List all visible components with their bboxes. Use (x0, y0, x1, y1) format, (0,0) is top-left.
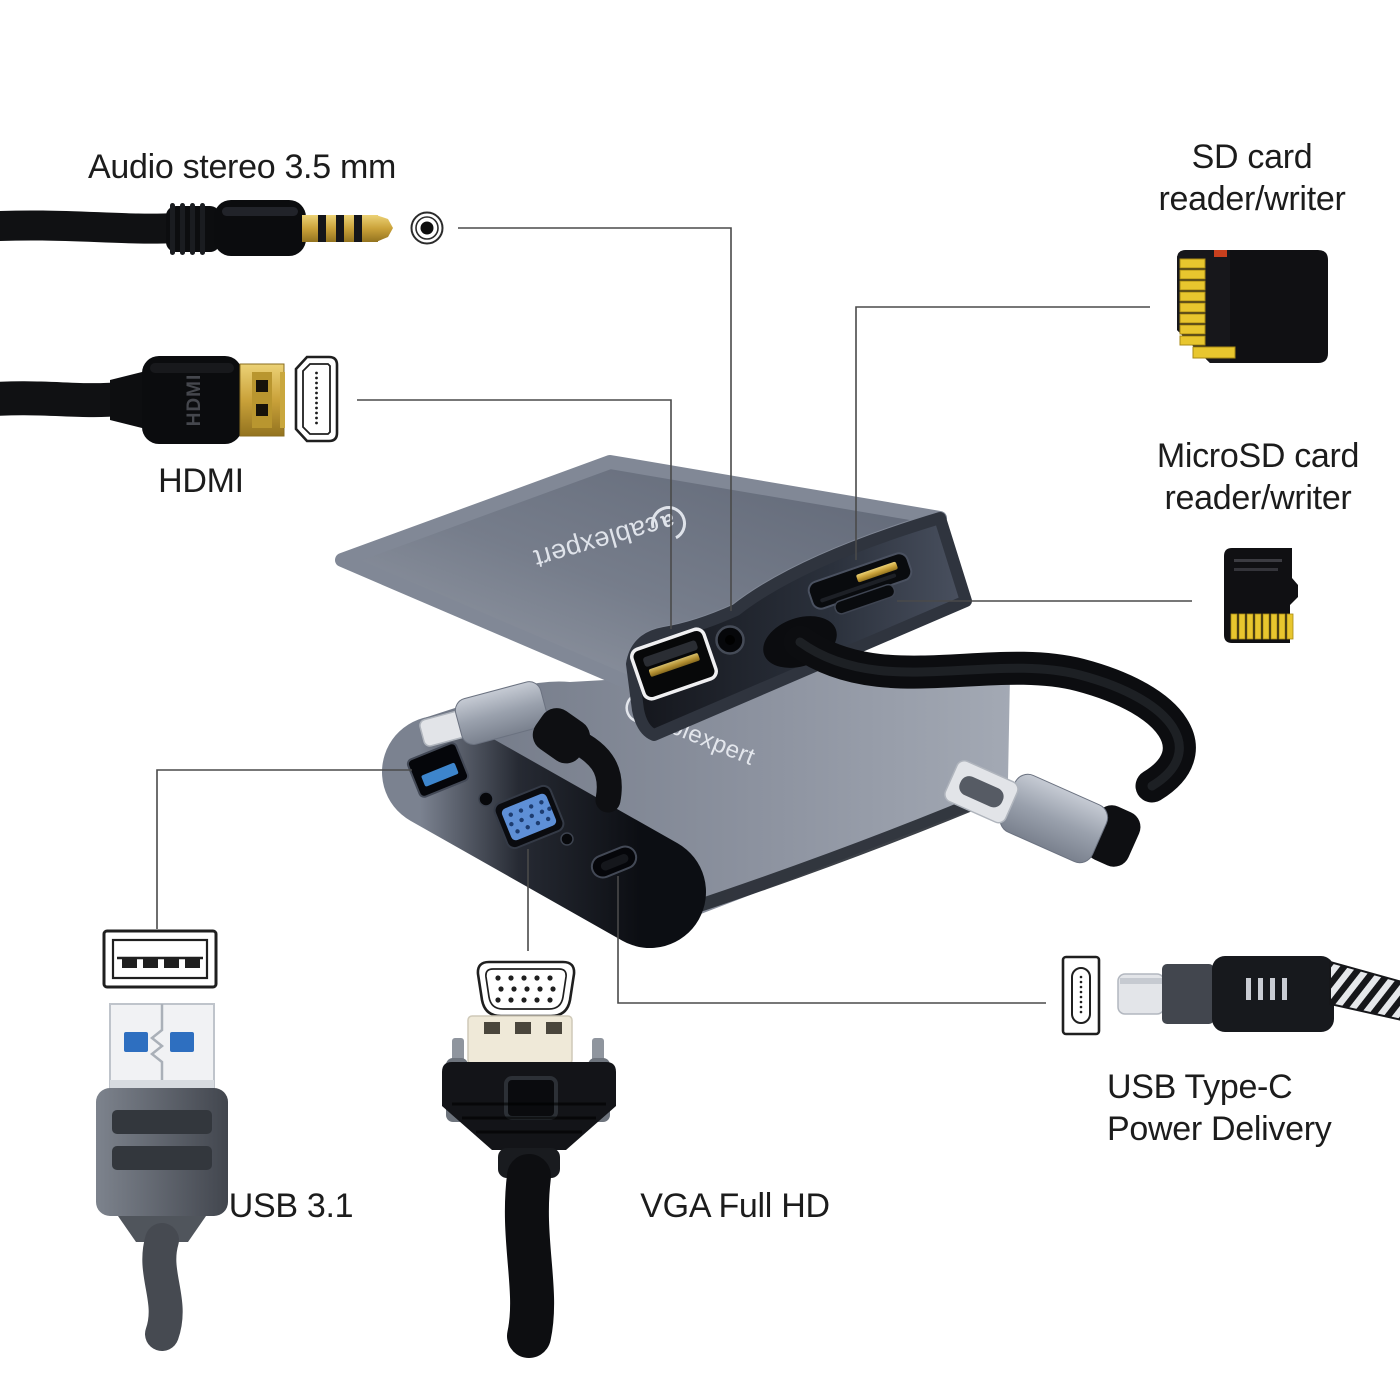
usbc-pd-label-line1: USB Type-C (1107, 1068, 1293, 1106)
hub-sd-slot (807, 552, 913, 610)
callout-line-usb (156, 769, 412, 929)
usbc-pd-cable-photo (1117, 956, 1400, 1032)
usb31-connector-photo (96, 1003, 228, 1351)
usb-label: USB 3.1 (228, 1187, 354, 1225)
usb-hub-top-unit: a cablexpert (335, 455, 972, 741)
vga-port-icon (476, 960, 576, 1018)
microsd-card-label: MicroSD card reader/writer (1156, 435, 1360, 519)
microsd-card-label-line2: reader/writer (1164, 479, 1352, 517)
audio-jack-tip (302, 215, 393, 242)
hdmi-label: HDMI (158, 462, 244, 500)
callout-lines (156, 227, 1192, 1004)
hub-screw-hole-2 (560, 832, 574, 846)
sd-card-label-line2: reader/writer (1158, 180, 1346, 218)
callout-line-usbc (617, 876, 1046, 1004)
audio-jack-icon (410, 211, 444, 245)
callout-line-sd (855, 306, 1150, 560)
microsd-card-photo (1224, 548, 1298, 643)
hdmi-port-icon (294, 355, 339, 443)
callout-line-hdmi (357, 399, 672, 629)
hub-screw-hole (478, 791, 494, 807)
bottom-unit-pigtail-plug (419, 681, 622, 813)
audio-cable-photo (0, 200, 393, 256)
sd-card-label-line1: SD card (1191, 138, 1313, 176)
hub-hdmi-port (630, 627, 718, 701)
hub-usbc-port (590, 845, 638, 879)
hub-vga-port (493, 784, 565, 850)
usbc-pd-label: USB Type-C Power Delivery (1107, 1066, 1332, 1150)
hdmi-cable-photo: HDMI (0, 356, 285, 444)
usb-a-port-icon (102, 929, 218, 989)
hub-audio-port (715, 625, 745, 655)
sd-card-photo (1177, 250, 1328, 363)
hub-microsd-slot (834, 583, 896, 615)
vga-connector-photo (442, 1015, 616, 1358)
usbc-pd-label-line2: Power Delivery (1107, 1110, 1332, 1148)
microsd-card-label-line1: MicroSD card (1156, 437, 1360, 475)
vga-label: VGA Full HD (640, 1187, 830, 1225)
callout-line-audio (458, 227, 732, 611)
hub-usbc-cable-loop (783, 625, 1196, 867)
hub-usb-a-port (406, 742, 470, 798)
usbc-port-icon (1061, 955, 1101, 1036)
hdmi-plug-connector (239, 363, 285, 437)
hdmi-plug-marking: HDMI (184, 374, 205, 427)
sd-card-label: SD card reader/writer (1159, 136, 1346, 220)
hub-usbc-cable-plug (944, 760, 1141, 867)
audio-label: Audio stereo 3.5 mm (88, 148, 397, 186)
